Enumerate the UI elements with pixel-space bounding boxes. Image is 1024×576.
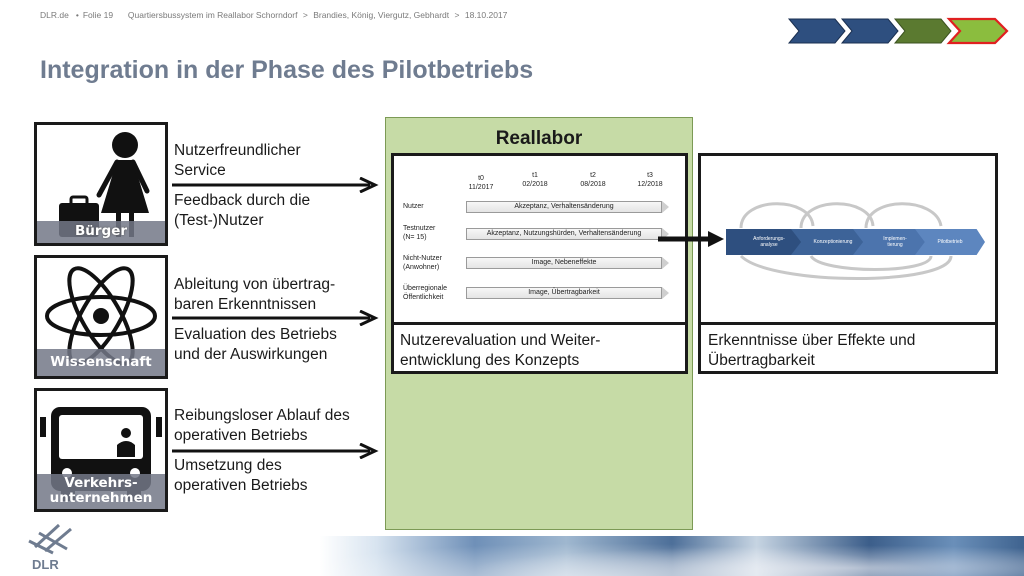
- date: 18.10.2017: [464, 10, 508, 20]
- timeline-bar: Akzeptanz, Nutzungshürden, Verhaltensänd…: [466, 228, 669, 240]
- authors: Brandies, König, Viergutz, Gebhardt: [313, 10, 450, 20]
- timeline-row-label: Nicht-Nutzer (Anwohner): [403, 255, 442, 271]
- actor-verkehrsunternehmen: Verkehrs- unternehmen: [34, 388, 168, 512]
- evaluation-caption: Nutzerevaluation und Weiter- entwicklung…: [391, 322, 688, 374]
- timeline-row-label: Nutzer: [403, 203, 424, 210]
- chevron-step-4-active: [946, 17, 1009, 45]
- chevron-step-3: [893, 18, 952, 44]
- progress-chevrons: [787, 17, 1009, 45]
- slide-number: Folie 19: [82, 10, 114, 20]
- dlr-logo: DLR: [28, 523, 72, 571]
- arrow-wissenschaft: [172, 310, 379, 326]
- evaluation-timeline: t0 11/2017 t1 02/2018 t2 08/2018 t3 12/2…: [391, 153, 688, 325]
- dlr-logo-text: DLR: [32, 557, 59, 571]
- earth-banner-image: [320, 536, 1024, 576]
- arrow-buerger: [172, 177, 379, 193]
- reallabor-title: Reallabor: [495, 128, 583, 149]
- timeline-bar: Image, Übertragbarkeit: [466, 287, 669, 299]
- flow-text-verkehr: Reibungsloser Ablauf des operativen Betr…: [174, 407, 350, 494]
- slide-title: Integration in der Phase des Pilotbetrie…: [40, 56, 534, 84]
- timeline-row-label: Testnutzer (N= 15): [403, 225, 436, 241]
- actor-buerger: Bürger: [34, 122, 168, 246]
- actor-label-wissenschaft: Wissenschaft: [37, 349, 165, 376]
- flow-text-buerger: Nutzerfreundlicher Service Feedback durc…: [174, 142, 311, 229]
- timeline-point-t0: t0 11/2017: [468, 175, 494, 191]
- actor-wissenschaft: Wissenschaft: [34, 255, 168, 379]
- org-name: DLR.de: [40, 10, 69, 20]
- actor-label-verkehrsunternehmen: Verkehrs- unternehmen: [37, 474, 165, 509]
- cycle-loops: [739, 202, 953, 280]
- slide-header-meta: DLR.de•Folie 19 Quartiersbussystem im Re…: [40, 10, 508, 20]
- presentation-title: Quartiersbussystem im Reallabor Schorndo…: [127, 10, 298, 20]
- insight-caption: Erkenntnisse über Effekte und Übertragba…: [698, 322, 998, 374]
- arrow-verkehr: [172, 443, 379, 459]
- chevron-step-2: [840, 18, 899, 44]
- timeline-point-t3: t3 12/2018: [637, 172, 663, 188]
- process-step-pilotbetrieb: Pilotbetrieb: [915, 229, 985, 255]
- chevron-step-1: [787, 18, 846, 44]
- flow-text-wissenschaft: Ableitung von übertrag- baren Erkenntnis…: [174, 276, 337, 363]
- arrow-to-process: [658, 231, 724, 247]
- process-cycle: Anforderungs-analyse Konzeptionierung Im…: [698, 153, 998, 325]
- timeline-row-label: Überregionale Öffentlichkeit: [403, 285, 447, 301]
- timeline-point-t2: t2 08/2018: [580, 172, 606, 188]
- actor-label-buerger: Bürger: [37, 221, 165, 243]
- timeline-bar: Akzeptanz, Verhaltensänderung: [466, 201, 669, 213]
- timeline-point-t1: t1 02/2018: [522, 172, 548, 188]
- timeline-bar: Image, Nebeneffekte: [466, 257, 669, 269]
